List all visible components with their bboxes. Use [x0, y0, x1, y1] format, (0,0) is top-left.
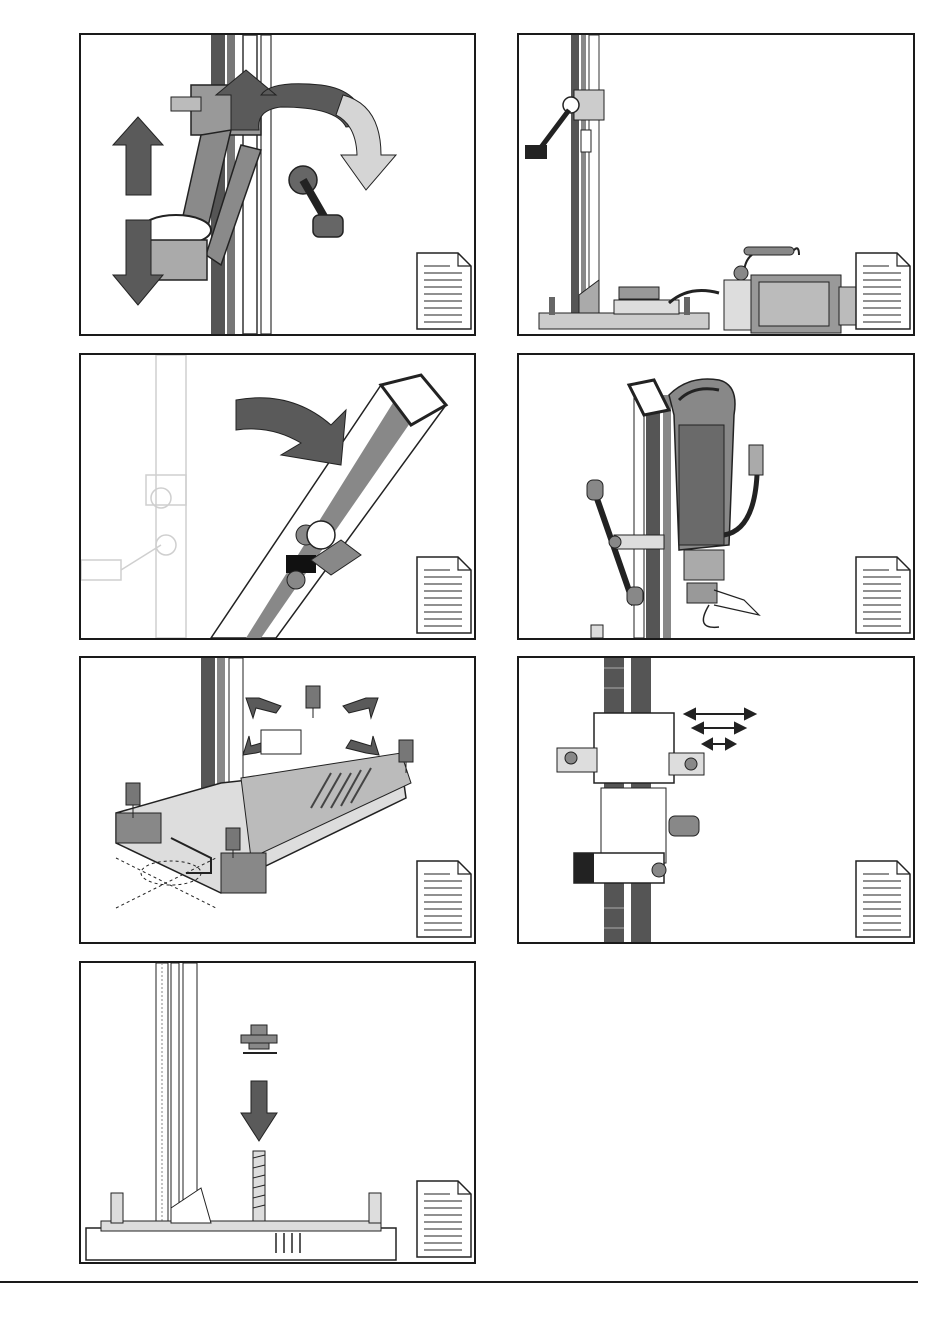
read-manual-icon: [416, 556, 472, 634]
carriage: [557, 713, 704, 883]
bottom-rule: [0, 1281, 918, 1283]
panel-mount-drill: [517, 353, 915, 640]
panel-vacuum-base: [517, 33, 915, 336]
double-arrow: [685, 709, 755, 749]
read-manual-icon: [416, 252, 472, 330]
read-manual-icon: [855, 252, 911, 330]
panel-base-levelling: [79, 656, 476, 944]
curved-arrow-light: [336, 95, 396, 190]
mount-drill-illustration: [519, 355, 913, 638]
core-drill-motor: [669, 379, 735, 603]
read-manual-icon: [855, 860, 911, 938]
down-arrow: [241, 1081, 277, 1141]
vacuum-pump: [724, 247, 861, 333]
panel-anchor-mounting: [79, 961, 476, 1264]
read-manual-icon: [855, 556, 911, 634]
panel-carriage-adjust: [517, 656, 915, 944]
read-manual-icon: [416, 1180, 472, 1258]
panel-height-adjust: [79, 33, 476, 336]
panel-tilt-column: [79, 353, 476, 640]
read-manual-icon: [416, 860, 472, 938]
anchor-nut: [241, 1025, 277, 1053]
up-arrow: [113, 117, 163, 195]
curved-arrow: [236, 398, 346, 465]
carriage-adjust-illustration: [519, 658, 913, 942]
vacuum-base-illustration: [519, 35, 913, 334]
